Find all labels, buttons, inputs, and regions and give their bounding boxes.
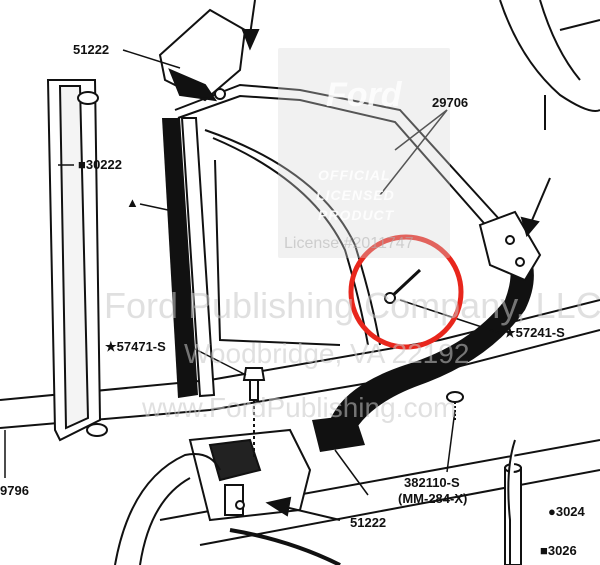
callout-30246: ●3024 xyxy=(548,504,585,519)
callout-51222-top: 51222 xyxy=(73,42,110,57)
screw-57241s xyxy=(384,268,422,304)
callout-30262: ■3026 xyxy=(540,543,577,558)
watermark-brand: Ford xyxy=(326,76,402,114)
watermark-website: www.FordPublishing.com xyxy=(142,392,457,423)
callout-382110s: 382110-S xyxy=(404,475,460,490)
callout-triangle: ▲ xyxy=(126,195,139,210)
bottom-left-panel xyxy=(114,453,341,565)
lower-pivot-assembly xyxy=(188,428,312,522)
top-right-detail xyxy=(499,0,600,130)
leader-lines xyxy=(4,49,501,496)
upper-pivot-bracket xyxy=(158,8,247,102)
watermark-license: License #2011747 xyxy=(284,235,414,252)
callout-29706: 29706 xyxy=(432,95,469,110)
corner-bracket xyxy=(478,210,542,282)
lower-right-rods xyxy=(504,439,522,565)
watermark-official: OFFICIAL xyxy=(318,167,391,183)
direction-arrows xyxy=(241,0,551,521)
weatherstrip xyxy=(312,235,534,452)
callout-57471s: ★57471-S xyxy=(105,339,166,354)
division-bar xyxy=(162,117,216,398)
watermark-publisher: Ford Publishing Company, LLC xyxy=(104,285,600,326)
bolt-57471s xyxy=(242,367,266,460)
glass-run-channel xyxy=(46,79,108,442)
watermark-box xyxy=(278,48,450,258)
callout-30222: ■30222 xyxy=(78,157,123,172)
callout-mm284x: (MM-284-X) xyxy=(398,491,468,506)
callout-57241s: ★57241-S xyxy=(504,325,565,340)
watermark-product: PRODUCT xyxy=(318,207,395,223)
callout-9796: 9796 xyxy=(0,483,29,498)
watermark-address: Woodbridge, VA 22192 xyxy=(184,338,470,369)
callout-51222-bottom: 51222 xyxy=(350,515,387,530)
highlight-circle xyxy=(348,234,464,350)
watermark-licensed: LICENSED xyxy=(316,187,395,203)
